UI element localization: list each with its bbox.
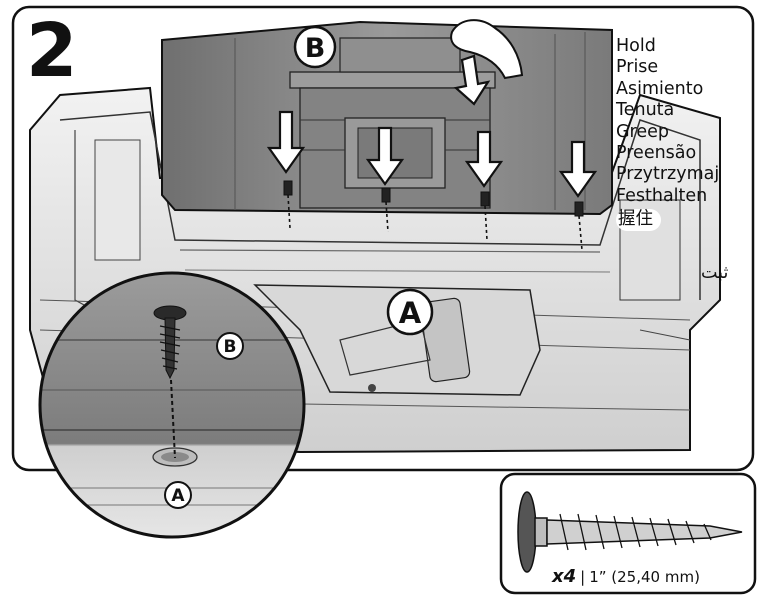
hardware-caption: x4|1” (25,40 mm) bbox=[552, 566, 700, 587]
screw bbox=[574, 201, 584, 251]
bracket-b bbox=[289, 37, 496, 209]
zoom-screw bbox=[153, 305, 187, 380]
down-arrow-icon bbox=[464, 130, 504, 188]
zoom-callout-a-label: A bbox=[171, 486, 185, 506]
zoom-callout-b: B bbox=[216, 332, 244, 360]
back-panel bbox=[161, 20, 613, 216]
step-frame bbox=[11, 5, 755, 472]
hold-instruction-labels: Hold Prise Asimiento Tenuta Greep Preens… bbox=[616, 36, 756, 283]
screw-guides bbox=[283, 180, 584, 251]
callout-b-label: B bbox=[305, 33, 326, 64]
hardware-size: 1” (25,40 mm) bbox=[589, 568, 700, 586]
callout-a-main: A bbox=[386, 288, 434, 336]
screw bbox=[283, 180, 293, 229]
screw bbox=[381, 187, 391, 233]
hardware-box bbox=[499, 472, 757, 595]
screw-icon bbox=[517, 491, 743, 573]
hold-label-pt: Preensão bbox=[616, 143, 697, 164]
step-number: 2 bbox=[26, 8, 78, 94]
screw bbox=[480, 191, 490, 241]
zoom-callout-b-label: B bbox=[224, 337, 237, 357]
bracket-a bbox=[253, 284, 541, 396]
hardware-quantity: x4 bbox=[552, 566, 577, 587]
zoom-detail: B A bbox=[38, 271, 306, 539]
hold-label-fa: ثبت bbox=[701, 263, 729, 283]
insert-arrows bbox=[266, 54, 598, 198]
hold-label-de: Festhalten bbox=[616, 185, 708, 206]
down-arrow-icon bbox=[266, 110, 306, 174]
down-arrow-icon bbox=[365, 126, 405, 186]
hand-icon bbox=[450, 19, 524, 80]
hold-label-pl: Przytrzymaj bbox=[616, 164, 720, 185]
down-arrow-icon bbox=[558, 140, 598, 198]
hold-label-it: Tenuta bbox=[616, 100, 675, 121]
callout-b-top: B bbox=[293, 25, 337, 69]
zoom-callout-a: A bbox=[164, 481, 192, 509]
hold-label-nl: Greep bbox=[616, 121, 670, 142]
hold-label-fr: Prise bbox=[616, 57, 659, 78]
hold-label-zh: 握住 bbox=[616, 209, 661, 231]
hold-label-es: Asimiento bbox=[616, 78, 704, 99]
callout-a-label: A bbox=[399, 296, 422, 330]
down-arrow-icon bbox=[453, 54, 491, 106]
hold-label-en: Hold bbox=[616, 36, 656, 56]
